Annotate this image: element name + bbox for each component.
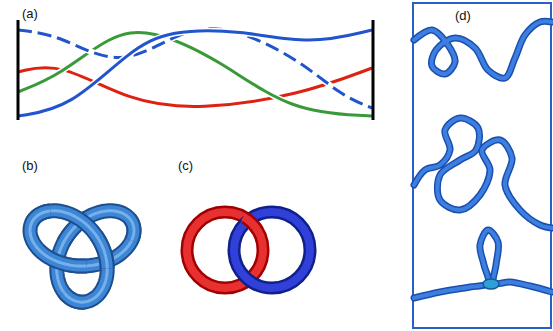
braid-strand: [18, 30, 372, 116]
panel-frame: [413, 3, 551, 328]
braid-bar: [17, 20, 20, 120]
rope-edge: [414, 118, 552, 228]
strand-gap: [18, 30, 372, 116]
ring: [234, 212, 310, 288]
ring-overlap: [241, 212, 263, 234]
hopf-link: [187, 212, 310, 288]
panel-label: (b): [22, 158, 38, 173]
panel-label: (c): [178, 158, 193, 173]
trefoil-knot: [30, 211, 134, 302]
rope-edge: [414, 230, 552, 298]
tube-body: [30, 211, 87, 266]
ring-overlap: [241, 213, 262, 234]
rope: [414, 21, 552, 78]
ring-shade: [234, 212, 310, 288]
braid-drawing: [18, 20, 373, 120]
slip-ring: [483, 279, 499, 289]
panel-label: (a): [22, 6, 38, 21]
rope: [414, 230, 552, 298]
tube-edge: [30, 211, 87, 266]
knotted-strings: [414, 21, 552, 298]
braid-bar: [372, 20, 375, 120]
tube-highlight: [30, 211, 87, 266]
panel-label: (d): [455, 8, 471, 23]
rope-edge: [414, 21, 552, 78]
rope: [414, 118, 552, 228]
